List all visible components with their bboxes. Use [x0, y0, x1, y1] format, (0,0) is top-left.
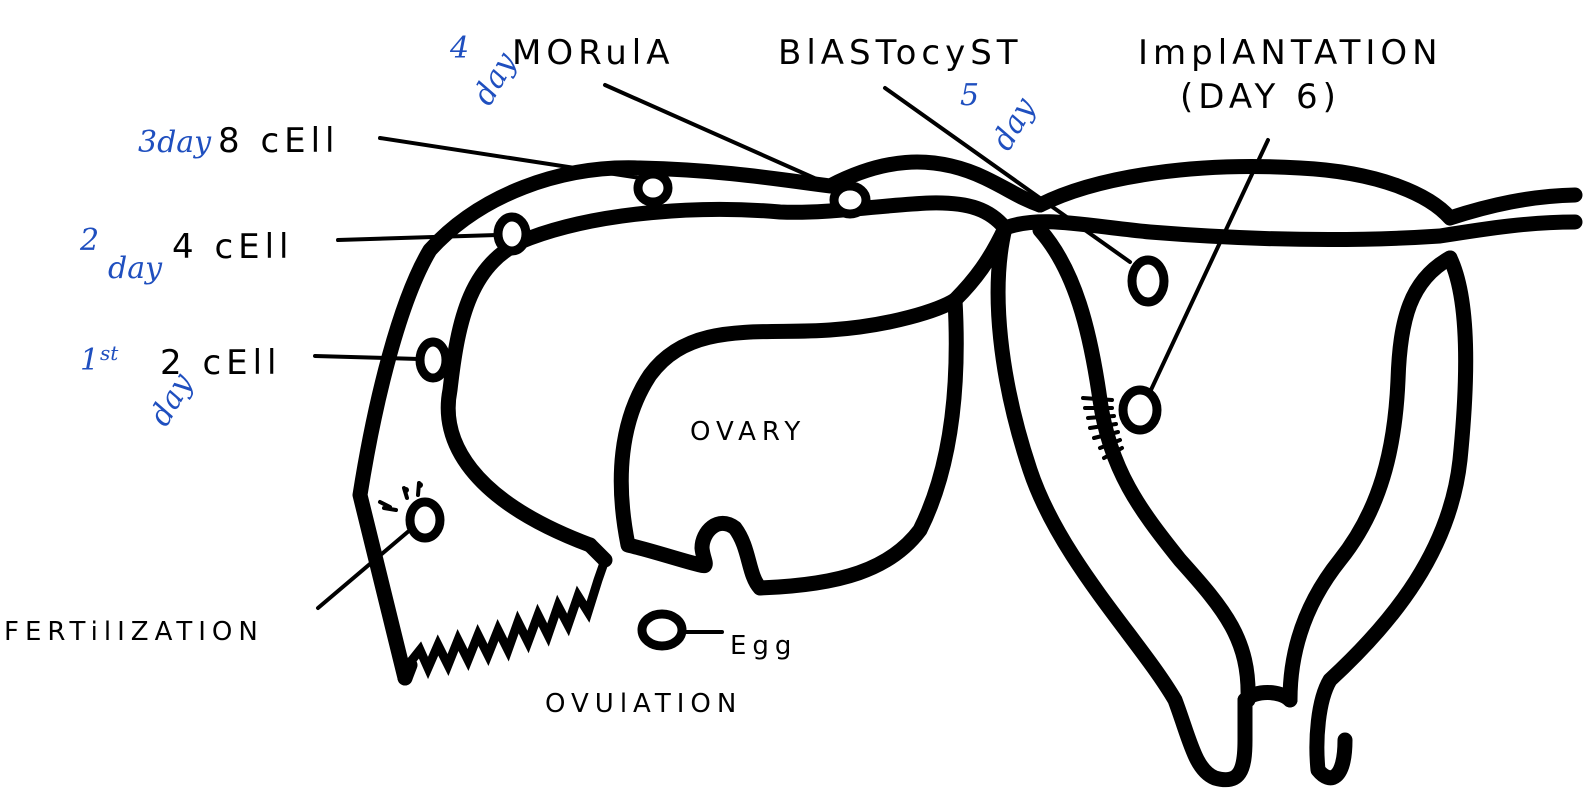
egg-ovulated [642, 614, 682, 646]
uterus-fundus-left [1040, 167, 1575, 218]
leader-8-cell [380, 138, 640, 178]
cell-8-stage [638, 174, 668, 202]
note-day-5: 5 [960, 78, 979, 113]
uterus-right-wall [1317, 258, 1466, 778]
label-morula: MORulA [512, 33, 674, 73]
label-blastocyst: BlASTocyST [778, 33, 1023, 73]
uterus-left-wall [998, 228, 1245, 780]
note-day-3: 3day [138, 125, 212, 160]
fimbriae [408, 560, 605, 668]
note-day-1-suffix: st [100, 341, 119, 365]
leader-2-cell [315, 356, 419, 359]
note-day-5-word: day [985, 91, 1043, 156]
implanted-embryo [1123, 390, 1157, 430]
label-8-cell: 8 cEll [218, 121, 340, 161]
note-day-4: 4 [449, 31, 469, 66]
cervix-bottom [1245, 693, 1290, 701]
leader-4-cell [338, 235, 497, 240]
label-ovary: OVARY [690, 417, 806, 447]
label-ovulation: OVUlATION [545, 689, 742, 719]
note-day-2: 2 [79, 223, 99, 258]
note-day-1: 1 [80, 343, 99, 378]
fallopian-tube-inner-wall [448, 203, 1005, 545]
label-fertilization: FERTilIZATION [4, 617, 264, 647]
cell-2-stage [420, 342, 446, 378]
implantation-villi [1083, 398, 1122, 458]
fertilized-egg [410, 502, 440, 538]
label-egg: Egg [730, 631, 797, 661]
cell-4-stage [498, 217, 526, 251]
label-implantation: ImplANTATION [1138, 33, 1443, 73]
morula [834, 186, 866, 214]
label-implantation-day: (DAY 6) [1180, 77, 1341, 117]
uterus-fundus-inner [1005, 222, 1575, 240]
label-4-cell: 4 cEll [172, 227, 294, 267]
blastocyst [1132, 260, 1164, 302]
note-day-2-word: day [108, 251, 163, 286]
